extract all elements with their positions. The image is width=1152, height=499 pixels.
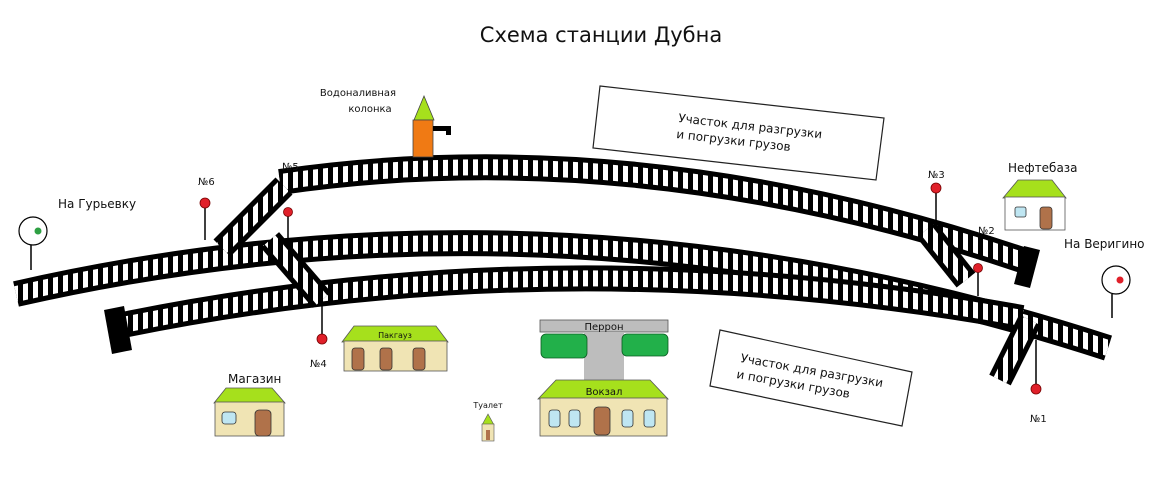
switch-label-n5: №5	[282, 162, 299, 173]
direction-right-label: На Веригино	[1064, 237, 1145, 251]
signal-right: На Веригино	[1064, 237, 1145, 318]
switch-label-n3: №3	[928, 170, 945, 181]
building-toilet: Туалет	[472, 401, 503, 442]
tracks	[13, 154, 1113, 386]
switch-indicator-n2: №2	[973, 226, 995, 296]
oil-depot-label: Нефтебаза	[1008, 161, 1078, 175]
shop-label: Магазин	[228, 372, 281, 386]
platform-label: Перрон	[584, 322, 623, 333]
crossover-n6	[213, 177, 293, 257]
switch-indicator-n3: №3	[928, 170, 945, 222]
building-warehouse: Пакгауз	[341, 325, 449, 372]
water-column: Водоналивная колонка	[320, 88, 451, 158]
switch-label-n1: №1	[1030, 414, 1047, 425]
switch-indicator-n6: №6	[198, 177, 215, 240]
platform: Перрон	[539, 319, 669, 382]
water-column-label-2: колонка	[348, 104, 391, 115]
switch-label-n2: №2	[978, 226, 995, 237]
switch-label-n4: №4	[310, 359, 327, 370]
signal-left: На Гурьевку	[18, 197, 136, 270]
water-column-label-1: Водоналивная	[320, 88, 396, 99]
buffer-stop-right	[1014, 246, 1040, 288]
switch-indicator-n1: №1	[1030, 340, 1047, 425]
crossover-n4	[260, 232, 332, 308]
buffer-stop-left	[104, 306, 132, 354]
station-label: Вокзал	[586, 387, 623, 398]
cargo-area-bottom: Участок для разгрузки и погрузки грузов	[709, 329, 913, 427]
switch-indicator-n4: №4	[310, 300, 328, 370]
switch-indicator-n5: №5	[282, 162, 299, 240]
building-station: Вокзал	[537, 379, 669, 437]
warehouse-label: Пакгауз	[378, 331, 412, 340]
page-title: Схема станции Дубна	[480, 23, 722, 47]
crossover-n1	[989, 314, 1041, 386]
cargo-area-top: Участок для разгрузки и погрузки грузов	[592, 85, 885, 181]
building-oil-depot: Нефтебаза	[1002, 161, 1078, 231]
building-shop: Магазин	[213, 372, 286, 437]
switch-label-n6: №6	[198, 177, 215, 188]
crossover-n3	[916, 222, 976, 288]
toilet-label: Туалет	[472, 401, 503, 410]
direction-left-label: На Гурьевку	[58, 197, 136, 211]
